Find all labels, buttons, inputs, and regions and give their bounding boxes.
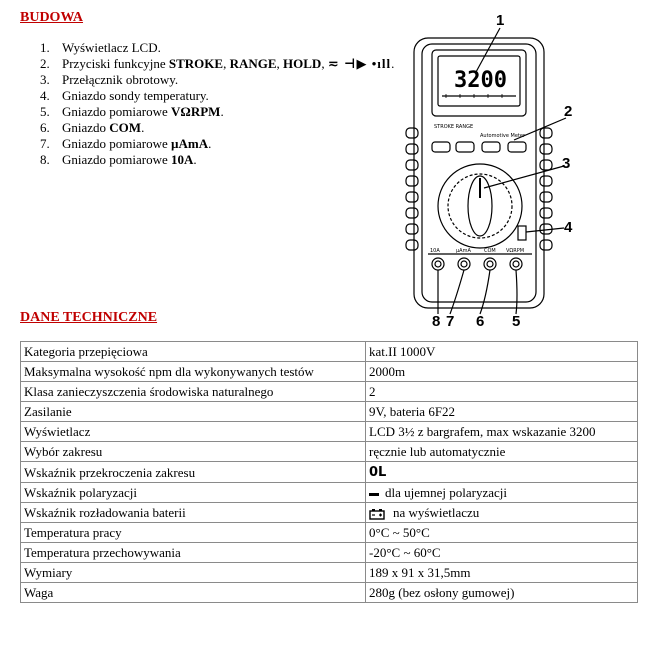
callout-3: 3: [562, 155, 570, 172]
parts-list: 1.Wyświetlacz LCD. 2.Przyciski funkcyjne…: [40, 40, 394, 168]
callout-5: 5: [512, 313, 520, 328]
brand-label: STROKE RANGE: [434, 124, 473, 130]
rotary-knob: [467, 175, 493, 237]
jack-10a: [431, 257, 445, 271]
list-item: 6.Gniazdo COM.: [40, 120, 145, 135]
list-item: 7.Gniazdo pomiarowe µAmA.: [40, 136, 212, 151]
table-row: Klasa zanieczyszczenia środowiska natura…: [20, 381, 638, 402]
multimeter-diagram: 3200 STROKE RANGE Automotive Meter 10A µ…: [405, 12, 573, 328]
jack-vohm: [509, 257, 523, 271]
jack-uama: [457, 257, 471, 271]
function-symbols-icon: ≂ ⊣▶ •ıll: [327, 56, 392, 71]
hold-button: [455, 141, 475, 153]
callout-1: 1: [496, 12, 504, 29]
rotary-dial: [447, 173, 513, 239]
lcd-reading: 3200: [454, 68, 507, 93]
jack-label-uama: µAmA: [456, 248, 471, 254]
jack-com: [483, 257, 497, 271]
left-grip: [405, 127, 419, 251]
lcd-screen: [437, 55, 521, 107]
callout-7: 7: [446, 313, 454, 328]
list-item: 3.Przełącznik obrotowy.: [40, 72, 179, 87]
lcd-frame: [431, 49, 527, 117]
jack-label-10a: 10A: [430, 248, 440, 254]
table-row: Temperatura przechowywania-20°C ~ 60°C: [20, 542, 638, 563]
right-grip: [539, 127, 553, 251]
battery-icon: [369, 508, 385, 520]
rotary-dial-outer: [437, 163, 523, 249]
list-item: 1.Wyświetlacz LCD.: [40, 40, 161, 55]
jack-label-vohm: VΩRPM: [506, 248, 524, 254]
function-button: [481, 141, 501, 153]
table-row: Maksymalna wysokość npm dla wykonywanych…: [20, 361, 638, 382]
minus-sign-icon: [369, 492, 379, 496]
section-title-dane-techniczne: DANE TECHNICZNE: [20, 310, 158, 325]
list-item: 4.Gniazdo sondy temperatury.: [40, 88, 209, 103]
overload-indicator: 0L: [369, 465, 387, 480]
jack-label-com: COM: [484, 248, 496, 254]
range-button: [431, 141, 451, 153]
callout-2: 2: [564, 103, 572, 120]
list-item: 2.Przyciski funkcyjne STROKE, RANGE, HOL…: [40, 56, 395, 71]
callout-6: 6: [476, 313, 484, 328]
backlight-button: [507, 141, 527, 153]
callout-8: 8: [432, 313, 440, 328]
list-item: 8.Gniazdo pomiarowe 10A.: [40, 152, 197, 167]
list-item: 5.Gniazdo pomiarowe VΩRPM.: [40, 104, 224, 119]
meter-inner-body: [421, 43, 537, 303]
model-label: Automotive Meter: [480, 133, 526, 139]
section-title-budowa: BUDOWA: [20, 10, 84, 25]
callout-4: 4: [564, 219, 573, 236]
meter-body: [413, 37, 545, 309]
temp-socket: [517, 225, 527, 241]
